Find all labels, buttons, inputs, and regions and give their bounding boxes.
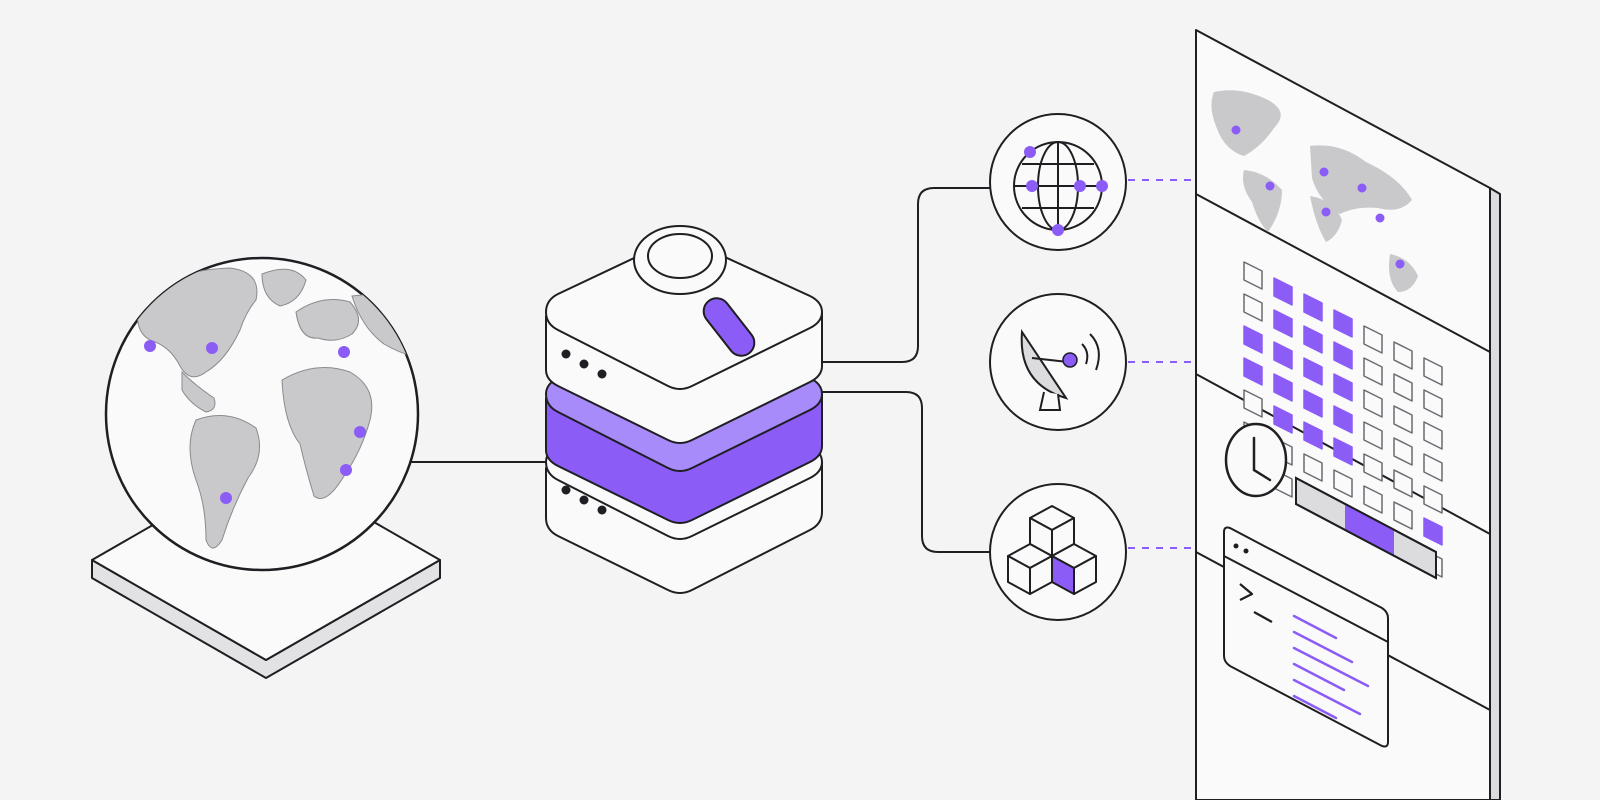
dashed-links	[1128, 179, 1198, 549]
calendar-cell	[1393, 373, 1413, 402]
calendar-cell	[1243, 261, 1263, 290]
calendar-cell	[1363, 325, 1383, 354]
calendar-cell	[1393, 341, 1413, 370]
calendar-cell	[1423, 389, 1443, 418]
calendar-cell-active	[1303, 389, 1323, 418]
calendar-cell-active	[1273, 373, 1293, 402]
dashboard-timeline	[1295, 476, 1437, 580]
clock-icon	[1224, 422, 1288, 498]
calendar-cell	[1393, 405, 1413, 434]
calendar-cell-active	[1303, 421, 1323, 450]
calendar-cell	[1243, 389, 1263, 418]
calendar-cell	[1423, 421, 1443, 450]
timeline-progress-fill	[1345, 503, 1394, 556]
calendar-cell-active	[1333, 437, 1353, 466]
calendar-cell	[1393, 437, 1413, 466]
calendar-cell-active	[1273, 277, 1293, 306]
globe-location-markers	[144, 340, 366, 504]
calendar-cell-active	[1333, 373, 1353, 402]
calendar-cell	[1243, 293, 1263, 322]
calendar-cell-active	[1273, 405, 1293, 434]
calendar-cell	[1423, 357, 1443, 386]
calendar-cell	[1393, 469, 1413, 498]
network-globe-icon	[989, 113, 1127, 251]
calendar-cell	[1333, 469, 1353, 498]
calendar-cell-active	[1273, 341, 1293, 370]
server-to-modules-line	[822, 391, 992, 553]
calendar-cell-active	[1273, 309, 1293, 338]
cubes-icon	[989, 483, 1127, 621]
calendar-cell-active	[1333, 341, 1353, 370]
calendar-cell	[1423, 485, 1443, 514]
satellite-dish-icon	[989, 293, 1127, 431]
calendar-cell	[1363, 389, 1383, 418]
calendar-cell	[1363, 421, 1383, 450]
calendar-cell-active	[1423, 517, 1443, 546]
calendar-cell-active	[1303, 325, 1323, 354]
server-to-satellite-line	[822, 346, 992, 408]
calendar-cell-active	[1303, 357, 1323, 386]
calendar-cell-active	[1333, 309, 1353, 338]
calendar-cell	[1363, 453, 1383, 482]
calendar-cell	[1303, 453, 1323, 482]
calendar-cell	[1423, 453, 1443, 482]
calendar-cell-active	[1243, 357, 1263, 386]
terminal-icon	[1223, 526, 1389, 748]
connector-lines	[410, 187, 992, 553]
dashboard-world-map	[1211, 90, 1418, 292]
calendar-cell	[1363, 485, 1383, 514]
server-to-network-line	[822, 187, 992, 363]
magnifier-icon	[633, 225, 756, 357]
calendar-cell-active	[1333, 405, 1353, 434]
calendar-cell	[1393, 501, 1413, 530]
globe-group	[91, 256, 441, 679]
calendar-cell-active	[1303, 293, 1323, 322]
calendar-cell	[1363, 357, 1383, 386]
calendar-cell-active	[1243, 325, 1263, 354]
